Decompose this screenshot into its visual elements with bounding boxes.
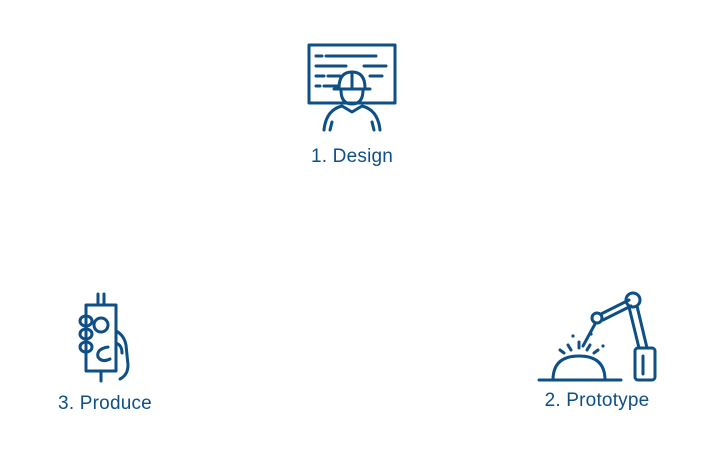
step-prototype-label: 2. Prototype: [544, 390, 650, 411]
step-prototype: 2. Prototype: [528, 290, 666, 412]
hand-holding-product-icon: [78, 292, 130, 383]
step-produce-label: 3. Produce: [58, 393, 152, 414]
step-design: 1. Design: [300, 42, 404, 168]
robot-arm-welding-icon: [537, 291, 657, 382]
engineer-at-screen-icon: [307, 43, 397, 132]
step-design-label: 1. Design: [310, 146, 394, 167]
step-produce: 3. Produce: [44, 291, 166, 415]
